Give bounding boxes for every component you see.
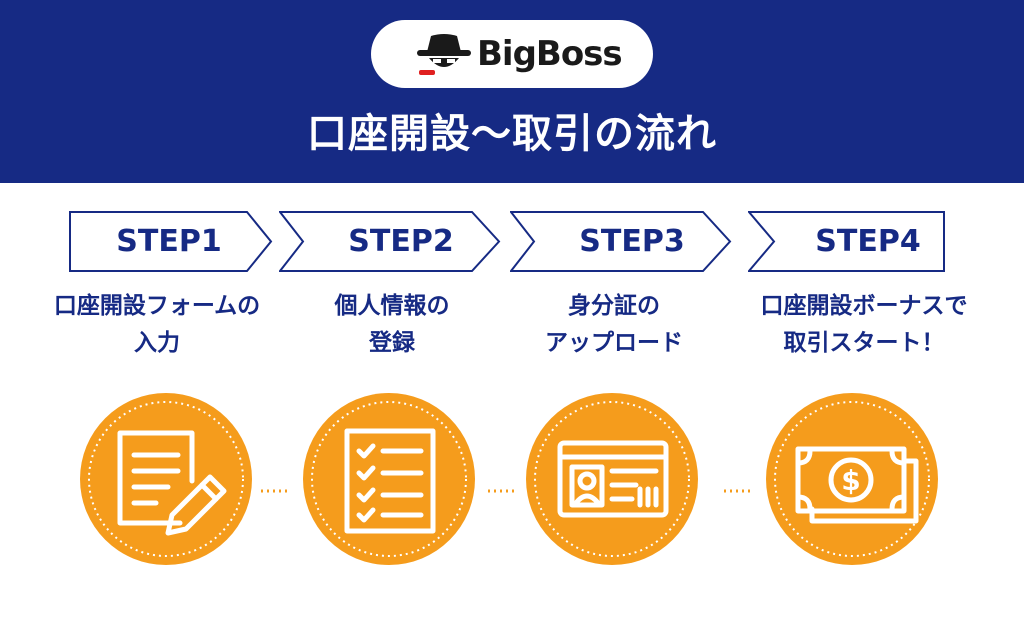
step2-description: 個人情報の 登録 [334,293,450,356]
logo-text: BigBoss [477,34,623,74]
connector-dots [260,478,292,493]
dollar-sign: $ [841,464,860,497]
connector-dots [723,478,755,493]
step4-arrow: STEP4 [748,211,982,272]
bigboss-hat-icon [417,34,471,75]
header-banner: BigBoss 口座開設〜取引の流れ [0,0,1024,183]
step3-arrow: STEP3 [510,211,744,272]
step3-circle [526,393,698,565]
step2-arrow: STEP2 [279,211,513,272]
step2-label: STEP2 [348,224,454,259]
connector-dots [487,478,519,493]
id-card-icon [557,440,669,518]
step3-description: 身分証の アップロード [545,293,683,356]
step1-circle [80,393,252,565]
step1-label: STEP1 [116,224,222,259]
page-title: 口座開設〜取引の流れ [307,111,717,157]
step4-circle: $ [766,393,938,565]
step4-label: STEP4 [815,224,921,259]
step4-description: 口座開設ボーナスで 取引スタート！ [760,293,968,356]
document-pencil-icon [117,430,227,536]
step3-label: STEP3 [579,224,685,259]
step2-circle [303,393,475,565]
step1-arrow: STEP1 [69,211,303,272]
dollar-bills-icon [795,446,919,524]
checklist-icon [344,428,436,534]
step1-description: 口座開設フォームの 入力 [53,293,261,356]
logo: BigBoss [371,20,653,88]
